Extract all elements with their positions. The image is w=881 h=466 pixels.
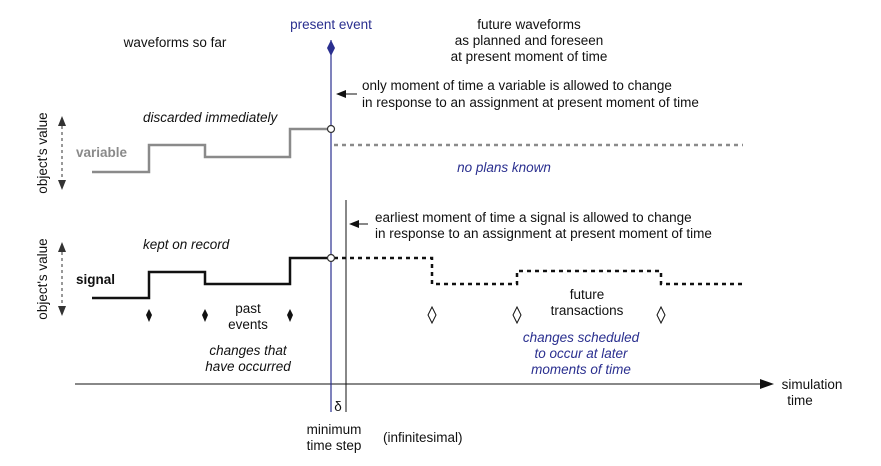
changes-scheduled-label: to occur at later <box>534 346 628 361</box>
variable-waveform <box>92 127 331 174</box>
variable-present-point <box>326 124 336 134</box>
arrowhead-up <box>58 116 66 126</box>
simulation-time-label: simulation <box>782 377 843 392</box>
future-transactions-label: transactions <box>551 303 624 318</box>
future-transactions-label: future <box>570 287 605 302</box>
future-waveforms-label: at present moment of time <box>451 49 608 64</box>
future-transaction-diamond <box>427 305 437 325</box>
changes-occurred-label: have occurred <box>205 359 291 374</box>
past-event-diamond <box>146 309 152 322</box>
changes-scheduled-label: changes scheduled <box>523 330 640 345</box>
discarded-label: discarded immediately <box>143 110 279 125</box>
present-event-label: present event <box>290 17 372 32</box>
arrowhead-left <box>336 90 346 98</box>
signal-change-note: in response to an assignment at present … <box>375 226 712 241</box>
past-events-label: events <box>228 317 268 332</box>
objects-value-label: object's value <box>35 238 50 319</box>
past-events-label: past <box>235 301 261 316</box>
signal-future-waveform <box>334 256 743 286</box>
future-transaction-diamond <box>512 305 522 325</box>
variable-change-note: only moment of time a variable is allowe… <box>362 78 672 93</box>
no-plans-label: no plans known <box>457 160 551 175</box>
variable-change-note: in response to an assignment at present … <box>362 95 699 110</box>
arrowhead-up <box>58 242 66 252</box>
future-transaction-diamond <box>656 305 666 325</box>
minimum-time-step-label: minimum <box>307 422 362 437</box>
delta-label: δ <box>334 399 342 414</box>
present-event-diamond <box>327 40 335 56</box>
future-waveforms-label: future waveforms <box>477 17 581 32</box>
future-waveforms-label: as planned and foreseen <box>455 33 604 48</box>
signal-waveform <box>92 256 331 300</box>
infinitesimal-label: (infinitesimal) <box>383 430 463 445</box>
changes-occurred-label: changes that <box>209 343 288 358</box>
past-event-diamond <box>287 309 293 322</box>
arrowhead-left <box>349 220 359 228</box>
simulation-time-label: time <box>787 393 813 408</box>
minimum-time-step-label: time step <box>307 438 362 453</box>
changes-scheduled-label: moments of time <box>531 362 631 377</box>
time-axis-arrowhead <box>760 379 774 389</box>
arrowhead-down <box>58 180 66 190</box>
waveforms-so-far-label: waveforms so far <box>123 35 227 50</box>
past-event-diamond <box>202 309 208 322</box>
signal-change-note: earliest moment of time a signal is allo… <box>375 210 692 225</box>
arrowhead-down <box>58 306 66 316</box>
variable-label: variable <box>76 145 128 160</box>
signal-label: signal <box>76 272 115 287</box>
kept-on-record-label: kept on record <box>143 237 230 252</box>
objects-value-label: object's value <box>35 112 50 193</box>
signal-present-point <box>326 253 336 263</box>
